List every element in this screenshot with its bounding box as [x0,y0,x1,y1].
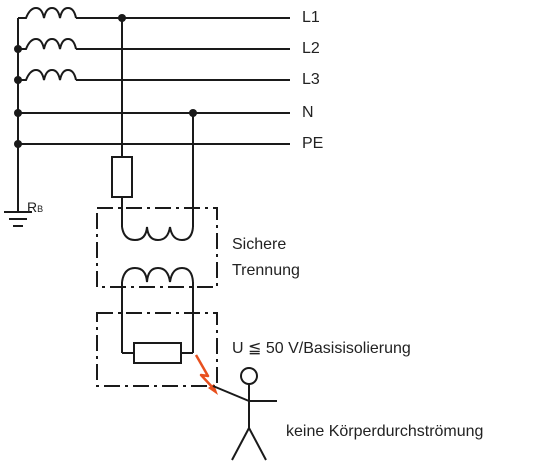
load-resistor [133,342,182,364]
junction-dot [118,14,126,22]
fault-arrow [194,354,215,390]
person-label: keine Körperdurchströmung [286,423,484,440]
junction-dot [14,140,22,148]
coil-l3 [18,68,77,81]
person-leg-right [248,427,267,461]
device-enclosure [96,312,218,387]
primary-winding [121,226,194,242]
person-head-icon [240,367,258,385]
label-l1: L1 [302,9,320,26]
transformer-label-line1: Sichere [232,236,287,253]
fault-arrow-head [208,384,218,395]
fuse [111,156,133,198]
transformer-label-line2: Trennung [232,262,300,279]
label-pe: PE [302,135,324,152]
earth-label: R [27,199,38,215]
junction-dot [14,45,22,53]
earth-resistance-label: RB [27,200,43,214]
label-l2: L2 [302,40,320,57]
label-l3: L3 [302,71,320,88]
junction-dot [14,109,22,117]
person-arm-left [212,385,250,402]
coil-l1 [18,6,77,19]
label-n: N [302,104,314,121]
junction-dot [189,109,197,117]
person-figure [212,367,277,461]
person-leg-left [231,427,250,461]
transformer-enclosure [96,207,218,288]
earth-subscript: B [37,204,44,214]
junction-dot [14,76,22,84]
secondary-winding [121,266,194,283]
coil-l2 [18,37,77,50]
voltage-label: U ≦ 50 V/Basisisolierung [232,340,411,357]
